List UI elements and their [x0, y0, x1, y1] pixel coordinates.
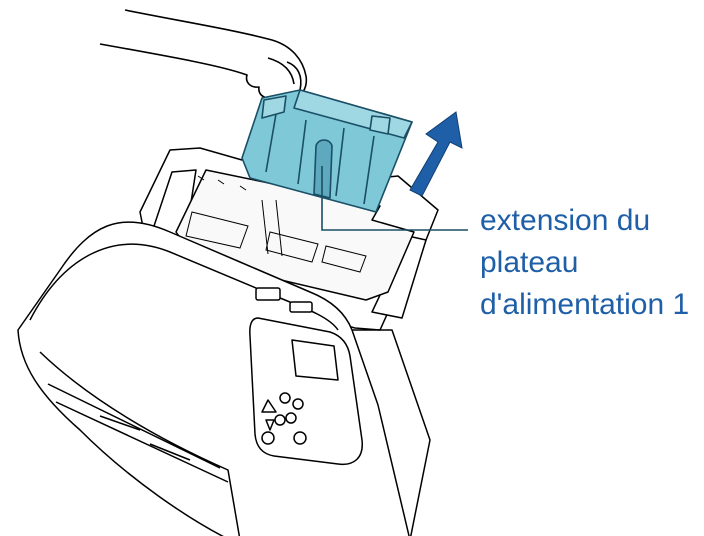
callout-line-1: extension du — [480, 204, 651, 237]
callout-label: extension du plateau d'alimentation 1 — [480, 200, 700, 326]
up-arrow-icon — [409, 111, 463, 197]
scanner-body — [17, 147, 439, 536]
hand-icon — [99, 9, 308, 104]
chute-extension-tray — [241, 89, 413, 213]
callout-line-2: plateau — [480, 246, 579, 279]
callout-leader-line — [321, 166, 468, 231]
chute-markings — [185, 175, 367, 273]
callout-line-3: d'alimentation 1 — [480, 288, 690, 321]
